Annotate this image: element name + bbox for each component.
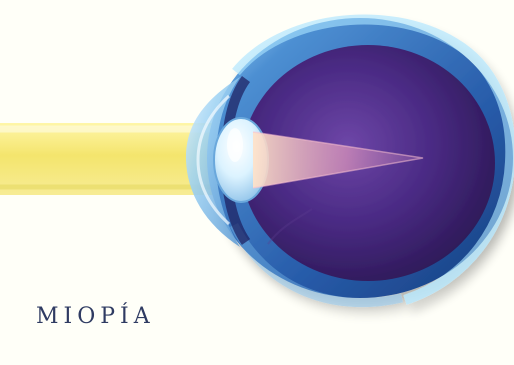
incoming-light-beam — [0, 123, 214, 195]
lens-highlight — [227, 128, 243, 162]
diagram-caption: MIOPÍA — [36, 306, 155, 328]
